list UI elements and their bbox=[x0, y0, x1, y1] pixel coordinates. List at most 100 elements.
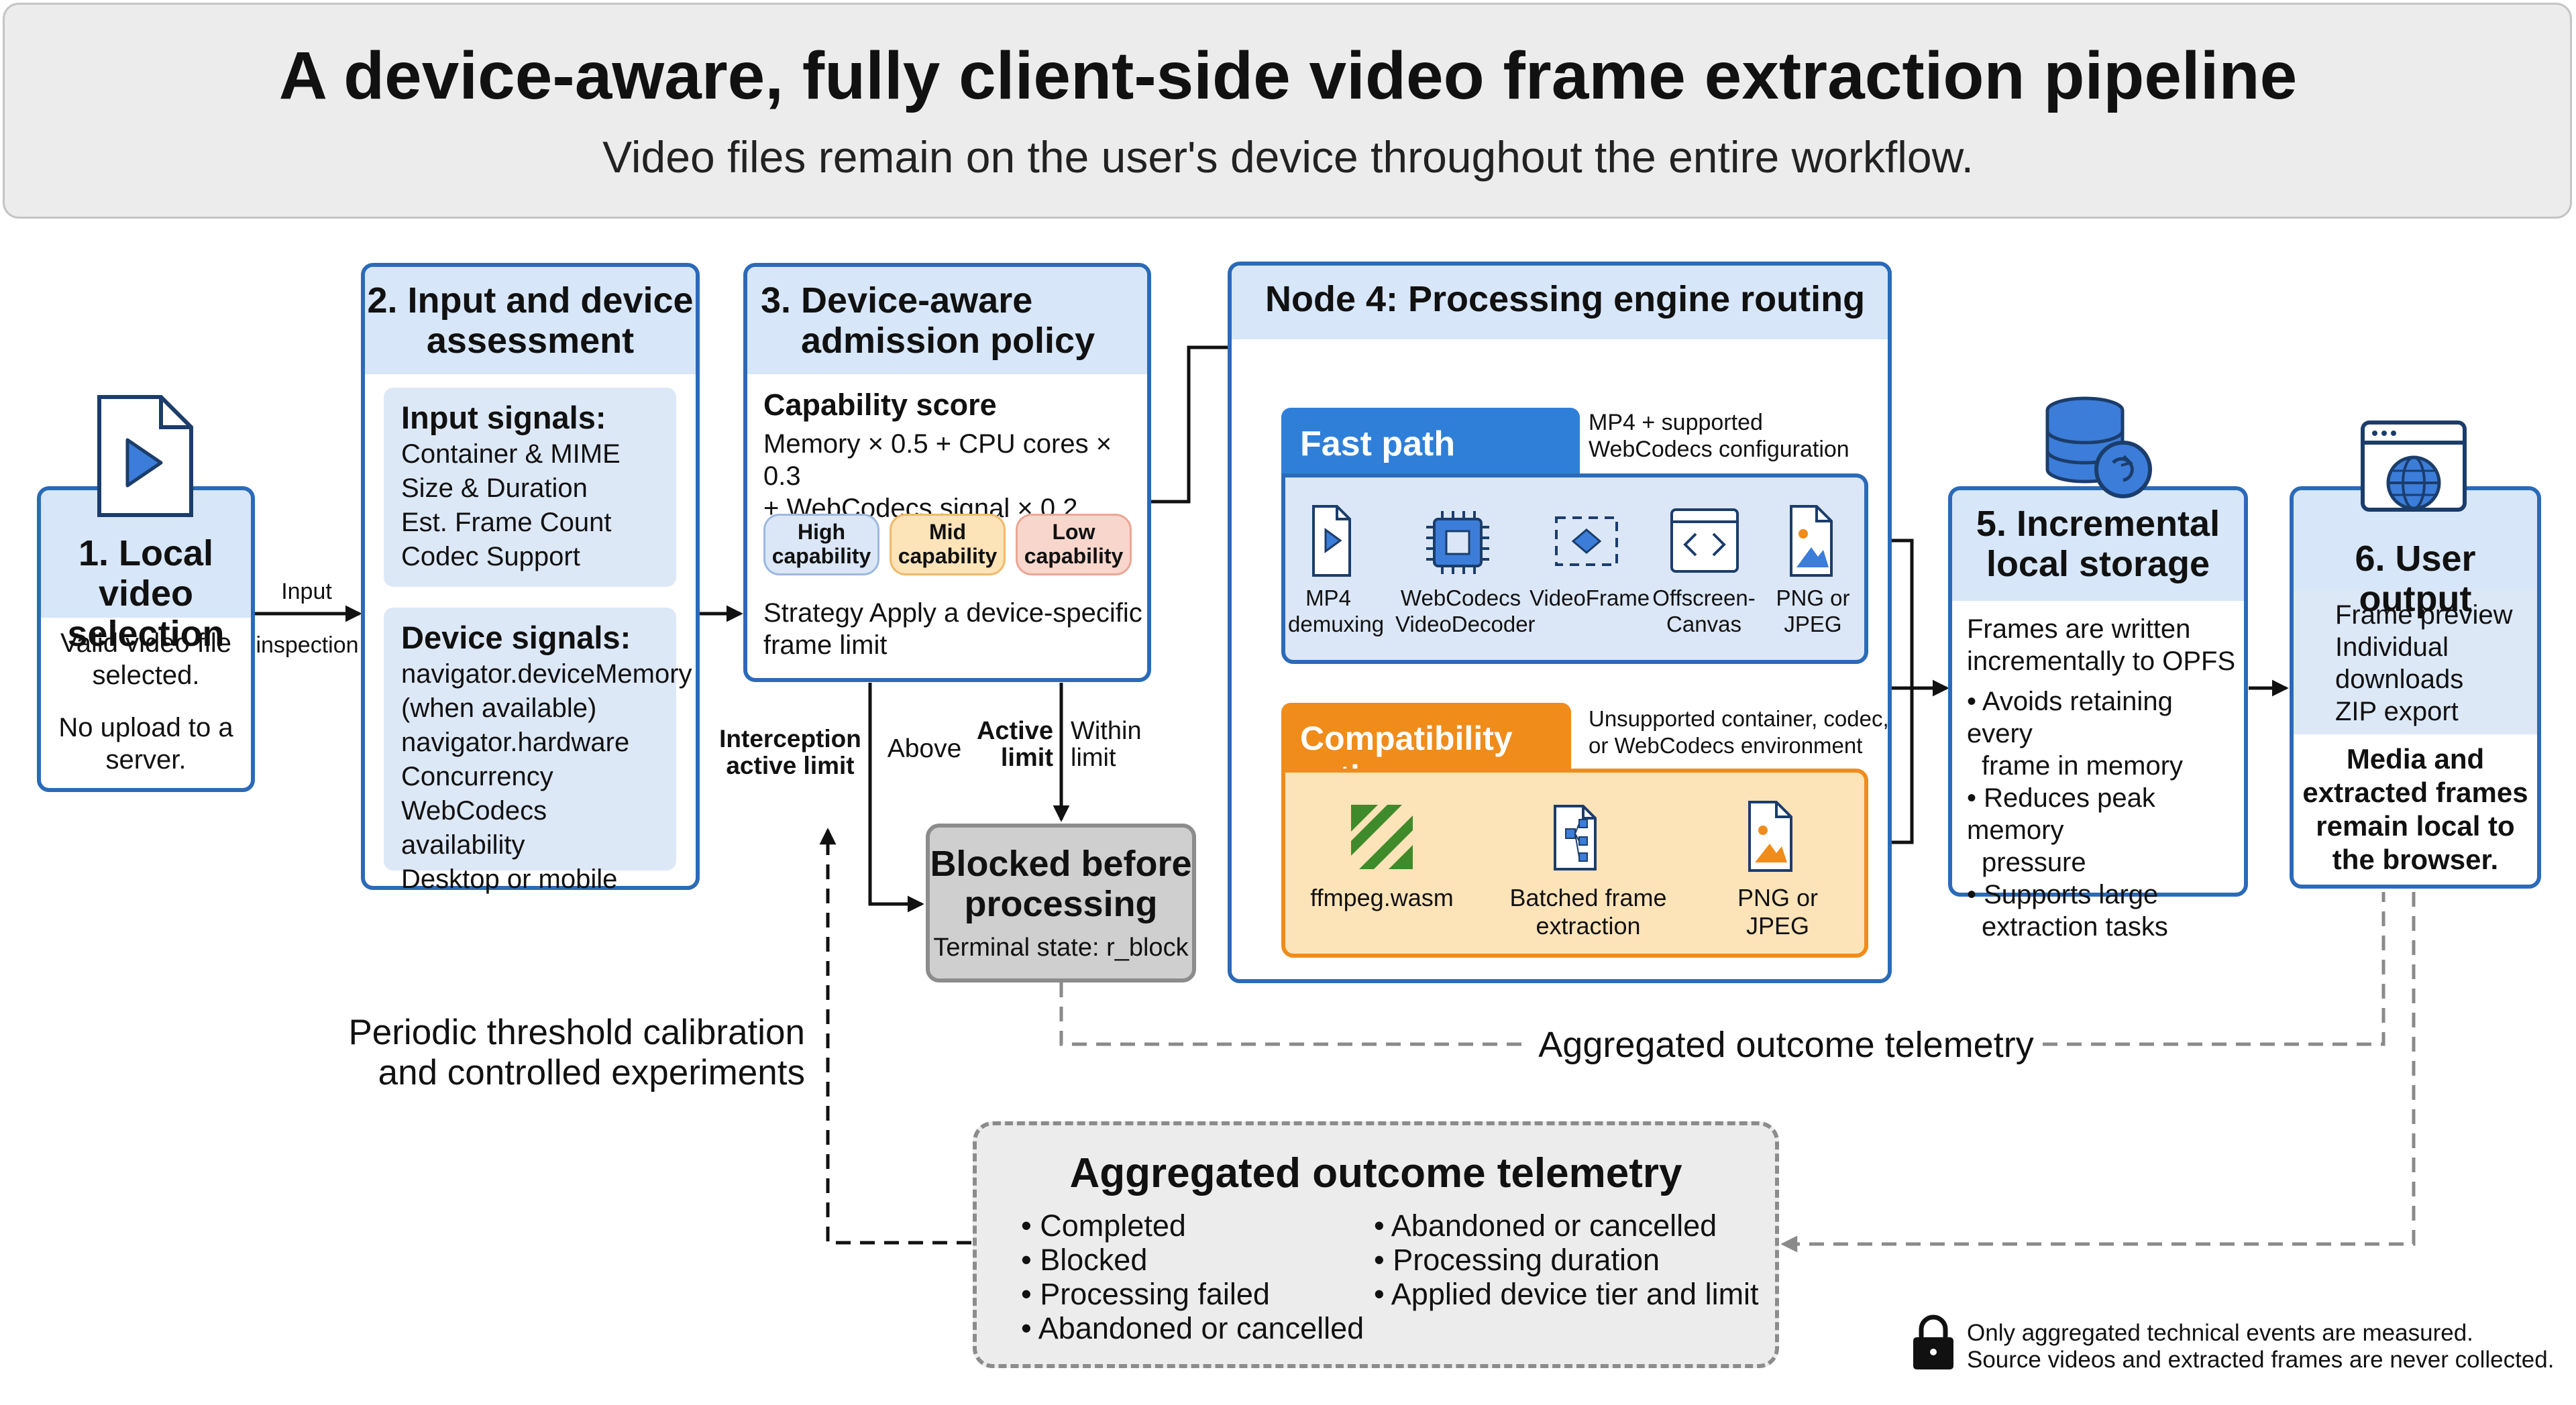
telemetry-item-text: Completed bbox=[1040, 1209, 1186, 1243]
fast-path-label: Fast path bbox=[1281, 408, 1580, 483]
storage-bullet: • Supports large bbox=[1967, 880, 2159, 909]
node-blocked-before-processing: Blocked before processing Terminal state… bbox=[926, 824, 1196, 982]
storage-intro: incrementally to OPFS bbox=[1967, 647, 2236, 676]
videoframe-icon bbox=[1555, 516, 1618, 566]
node1-desc-4: server. bbox=[105, 745, 186, 775]
output-note-line: extracted frames bbox=[2302, 777, 2528, 808]
storage-bullet: • Reduces peak memory bbox=[1967, 783, 2155, 845]
device-signal-item: navigator.deviceMemory bbox=[401, 659, 692, 689]
telemetry-item: • Abandoned or cancelled bbox=[1021, 1311, 1364, 1345]
telemetry-item-text: Abandoned or cancelled bbox=[1038, 1311, 1364, 1345]
fast-step-text: MP4 bbox=[1305, 585, 1351, 610]
fast-step-text: Offscreen- bbox=[1652, 585, 1756, 610]
storage-bullet-text: extraction tasks bbox=[1982, 912, 2168, 942]
label-active-line2: limit bbox=[1000, 744, 1053, 772]
device-signal-item: WebCodecs availability bbox=[401, 796, 547, 860]
dashed-output-to-telemetry bbox=[1780, 892, 2416, 1253]
device-signals-label: Device signals: bbox=[401, 620, 631, 655]
tier-label: Mid bbox=[928, 520, 967, 544]
output-item: ZIP export bbox=[2335, 697, 2459, 726]
telemetry-item-text: Abandoned or cancelled bbox=[1391, 1209, 1717, 1243]
output-note-line: remain local to bbox=[2316, 810, 2515, 842]
telemetry-title: Aggregated outcome telemetry bbox=[1069, 1150, 1682, 1196]
fast-path-note: MP4 + supported WebCodecs configuration bbox=[1589, 409, 1849, 463]
png-output-icon bbox=[1748, 801, 1792, 872]
blocked-title-line1: Blocked before bbox=[930, 844, 1192, 884]
telemetry-item: • Processing failed bbox=[1021, 1277, 1270, 1311]
batched-frames-icon bbox=[1554, 805, 1597, 870]
storage-intro: Frames are written bbox=[1967, 614, 2191, 644]
node1-desc-2: selected. bbox=[92, 661, 200, 690]
fast-step-label: VideoFrame bbox=[1529, 585, 1650, 611]
node5-title-line2: local storage bbox=[1986, 544, 2210, 584]
strategy-line2: frame limit bbox=[763, 630, 888, 660]
ffmpeg-icon bbox=[1348, 803, 1415, 870]
device-signals-panel: Device signals: navigator.deviceMemory (… bbox=[384, 608, 692, 894]
device-signal-item: navigator.hardware bbox=[401, 728, 630, 757]
telemetry-col2: • Abandoned or cancelled • Processing du… bbox=[1374, 1209, 1759, 1311]
node1-title-line1: 1. Local video bbox=[78, 533, 214, 614]
node-incremental-local-storage: 5. Incremental local storage Frames are … bbox=[1948, 486, 2248, 942]
label-active-line1: Active bbox=[976, 717, 1053, 745]
blocked-terminal-state: Terminal state: r_block bbox=[933, 934, 1189, 962]
label-input: Input bbox=[281, 579, 332, 604]
dashed-blocked-to-output bbox=[1059, 982, 1529, 1046]
storage-bullet-text: Supports large bbox=[1984, 880, 2159, 909]
fast-step-text: WebCodecs bbox=[1400, 585, 1521, 610]
telemetry-item: • Completed bbox=[1021, 1209, 1186, 1243]
tier-label: capability bbox=[771, 544, 871, 568]
privacy-note: Only aggregated technical events are mea… bbox=[1967, 1320, 2554, 1373]
telemetry-item: • Abandoned or cancelled bbox=[1374, 1209, 1717, 1243]
device-signal-item: Concurrency bbox=[401, 762, 553, 791]
telemetry-item: • Processing duration bbox=[1374, 1243, 1660, 1277]
strategy-line1: Strategy Apply a device-specific bbox=[763, 598, 1142, 628]
fast-step-label: Offscreen-Canvas bbox=[1647, 585, 1761, 637]
fast-step-text: demuxing bbox=[1288, 612, 1385, 636]
tier-label: capability bbox=[898, 544, 998, 568]
input-signals-label: Input signals: bbox=[401, 400, 606, 435]
output-note-line: the browser. bbox=[2332, 844, 2499, 875]
compat-step-label: ffmpeg.wasm bbox=[1305, 884, 1459, 912]
png-file-icon bbox=[1790, 505, 1833, 577]
tier-label: Low bbox=[1052, 520, 1095, 544]
compat-step-text: PNG or bbox=[1737, 884, 1819, 911]
telemetry-col1: • Completed • Blocked • Processing faile… bbox=[1021, 1209, 1364, 1345]
label-interception: Interception active limit bbox=[716, 726, 864, 779]
offscreen-canvas-icon bbox=[1670, 508, 1739, 573]
node-admission-policy: 3. Device-aware admission policy Capabil… bbox=[743, 263, 1151, 682]
blocked-title-line2: processing bbox=[964, 884, 1158, 924]
telemetry-item: • Applied device tier and limit bbox=[1374, 1277, 1759, 1311]
label-above: Above bbox=[887, 734, 962, 763]
node3-title-line2: admission policy bbox=[801, 321, 1095, 361]
telemetry-flow-label: Aggregated outcome telemetry bbox=[1529, 1024, 2043, 1066]
calibration-line2: and controlled experiments bbox=[378, 1053, 805, 1092]
output-note-line: Media and bbox=[2346, 743, 2485, 775]
storage-bullet-text: Reduces peak memory bbox=[1967, 783, 2155, 845]
telemetry-item-text: Processing failed bbox=[1040, 1277, 1270, 1311]
calibration-line1: Periodic threshold calibration bbox=[348, 1013, 805, 1052]
strategy-text: Strategy Apply a device-specific frame l… bbox=[763, 597, 1142, 661]
device-signal-item: (when available) bbox=[401, 693, 597, 723]
label-interception-line1: Interception bbox=[719, 725, 861, 752]
label-within-line1: Within bbox=[1071, 717, 1142, 745]
node2-title-line2: assessment bbox=[426, 321, 635, 361]
node5-title-line1: 5. Incremental bbox=[1976, 504, 2220, 544]
privacy-note-line1: Only aggregated technical events are mea… bbox=[1967, 1320, 2473, 1346]
node3-title-line1: 3. Device-aware bbox=[761, 280, 1033, 321]
compat-step-text: JPEG bbox=[1746, 912, 1810, 940]
tier-label: High bbox=[797, 520, 846, 544]
compat-step-text: extraction bbox=[1536, 912, 1641, 940]
compat-step-text: Batched frame bbox=[1509, 884, 1667, 911]
formula-line1: Memory × 0.5 + CPU cores × 0.3 bbox=[763, 429, 1112, 491]
node-local-video-selection: 1. Local video selection Valid video fil… bbox=[37, 486, 255, 792]
telemetry-item-text: Blocked bbox=[1040, 1243, 1148, 1277]
label-active-limit: Active limit bbox=[969, 718, 1053, 771]
fast-step-text: PNG or bbox=[1776, 585, 1850, 610]
